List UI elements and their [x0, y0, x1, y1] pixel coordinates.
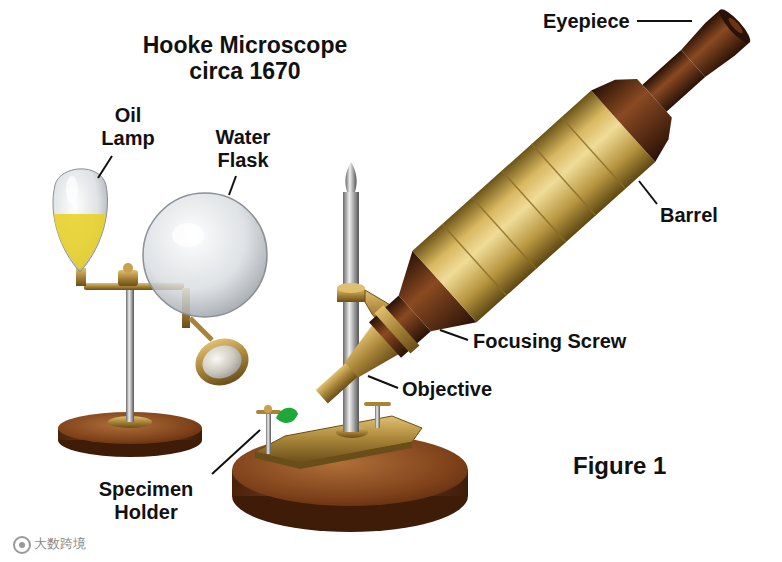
water-flask-part: [198, 340, 247, 384]
barrel-assembly-part: [442, 117, 625, 295]
oil-lamp-part: [66, 176, 78, 204]
part-label: Focusing Screw: [473, 330, 673, 353]
figure-caption: Figure 1: [573, 452, 713, 480]
part-label: Objective: [402, 378, 522, 401]
specimen-holder-part: [266, 414, 271, 454]
pillar-part: [337, 283, 365, 293]
pillar-part: [345, 162, 356, 192]
oil-lamp: [53, 169, 108, 272]
specimen-holder-part: [366, 402, 389, 406]
oil-lamp-part: [53, 169, 108, 272]
barrel-assembly-part-part: [561, 117, 625, 188]
lamp-stand-part: [126, 290, 134, 422]
leader-lines: [98, 21, 692, 474]
watermark-logo-part: [19, 542, 25, 548]
watermark-logo-part: [14, 537, 30, 553]
leader-line: [368, 376, 398, 388]
watermark: 大数跨境: [34, 537, 124, 552]
water-flask-part: [172, 223, 204, 247]
leader-line: [639, 181, 657, 204]
watermark-logo: [14, 537, 30, 553]
part-label: Specimen Holder: [78, 478, 214, 524]
part-label: Barrel: [660, 204, 760, 227]
lamp-stand-part: [123, 263, 133, 273]
leader-line: [98, 156, 112, 178]
barrel-assembly-part: [412, 91, 655, 323]
water-flask: [143, 193, 267, 393]
barrel-assembly-part-part: [442, 224, 506, 295]
barrel-assembly-part-part: [472, 197, 536, 268]
specimen-holder-part: [375, 404, 380, 428]
specimen-holder-part: [264, 405, 272, 413]
diagram-title: Hooke Microscope circa 1670: [122, 32, 368, 85]
water-flask-part: [143, 193, 267, 317]
leader-line: [637, 20, 692, 22]
barrel-assembly-part: [374, 305, 419, 353]
part-label: Oil Lamp: [92, 104, 164, 150]
leader-line: [212, 430, 260, 474]
barrel-assembly-part-part: [532, 144, 596, 215]
water-flask-part: [189, 331, 255, 393]
pillar: [337, 162, 402, 432]
specimen-holder-part: [276, 408, 298, 423]
part-label: Eyepiece: [543, 10, 653, 33]
barrel-assembly-part-part: [502, 171, 566, 242]
microscope-base-part: [255, 442, 412, 469]
leader-line: [229, 176, 236, 195]
leader-line: [440, 330, 468, 340]
water-flask-part: [190, 318, 212, 340]
part-label: Water Flask: [198, 126, 288, 172]
barrel-assembly-part: [727, 16, 745, 35]
barrel-assembly: [290, 0, 772, 432]
specimen-holder: [258, 404, 389, 454]
barrel-assembly-part: [716, 6, 754, 47]
pillar-part: [343, 192, 359, 432]
oil-lamp-part: [54, 214, 106, 270]
